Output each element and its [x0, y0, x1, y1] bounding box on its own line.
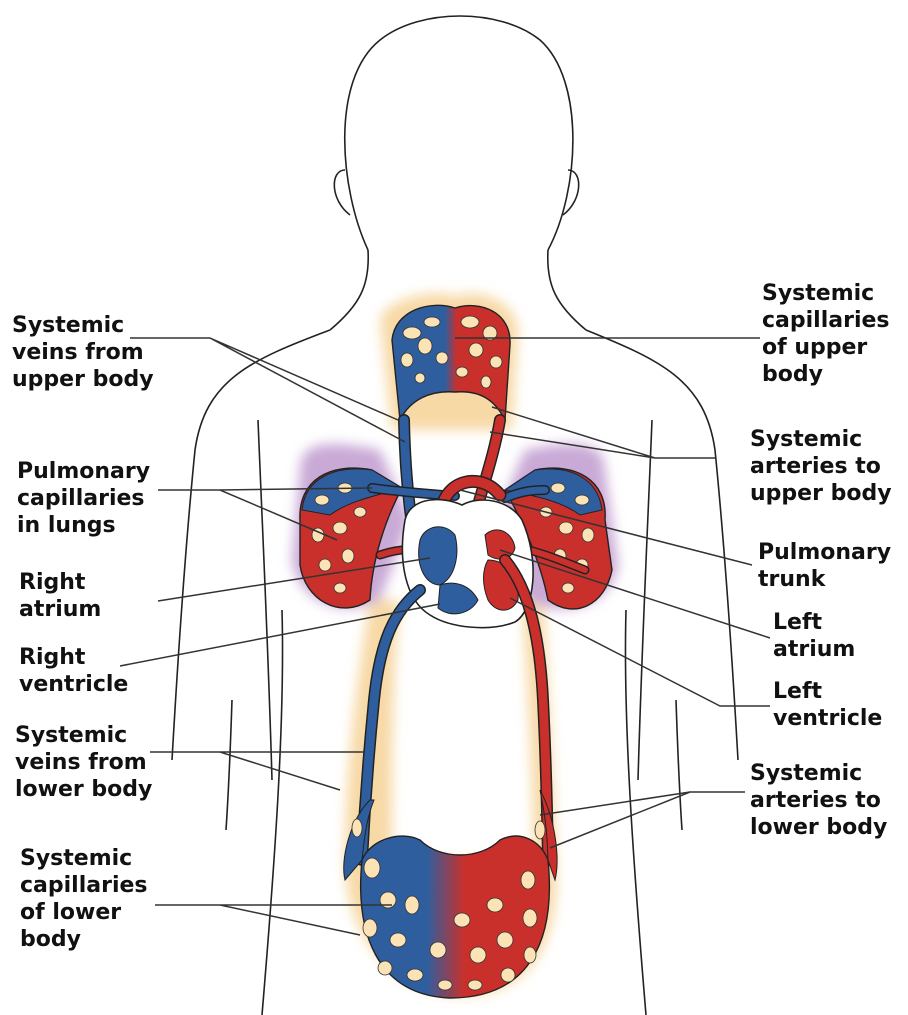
label-systemic-veins-upper: Systemic veins from upper body: [12, 312, 154, 393]
left-torso: [262, 610, 283, 1015]
neck-left: [330, 250, 368, 330]
label-right-atrium: Right atrium: [19, 569, 101, 623]
label-systemic-arteries-upper: Systemic arteries to upper body: [750, 426, 892, 507]
right-inner-arm: [638, 420, 652, 780]
label-systemic-arteries-lower: Systemic arteries to lower body: [750, 760, 887, 841]
leader-systemic-arteries-upper: [490, 407, 715, 458]
label-left-atrium: Left atrium: [773, 609, 855, 663]
leader-systemic-veins-upper: [130, 338, 405, 442]
left-inner-arm: [258, 420, 272, 780]
leader-systemic-arteries-lower: [540, 792, 745, 848]
head-outline: [345, 16, 573, 250]
left-arm-line: [226, 700, 232, 830]
label-left-ventricle: Left ventricle: [773, 678, 882, 732]
right-arm-line: [676, 700, 682, 830]
label-right-ventricle: Right ventricle: [19, 644, 128, 698]
right-torso: [625, 610, 646, 1015]
label-systemic-capillaries-lower: Systemic capillaries of lower body: [20, 845, 148, 953]
label-pulmonary-trunk: Pulmonary trunk: [758, 539, 891, 593]
label-pulmonary-capillaries: Pulmonary capillaries in lungs: [17, 458, 150, 539]
label-systemic-veins-lower: Systemic veins from lower body: [15, 722, 152, 803]
neck-right: [548, 250, 586, 330]
label-systemic-capillaries-upper: Systemic capillaries of upper body: [762, 280, 890, 388]
leader-systemic-veins-lower: [150, 752, 365, 790]
